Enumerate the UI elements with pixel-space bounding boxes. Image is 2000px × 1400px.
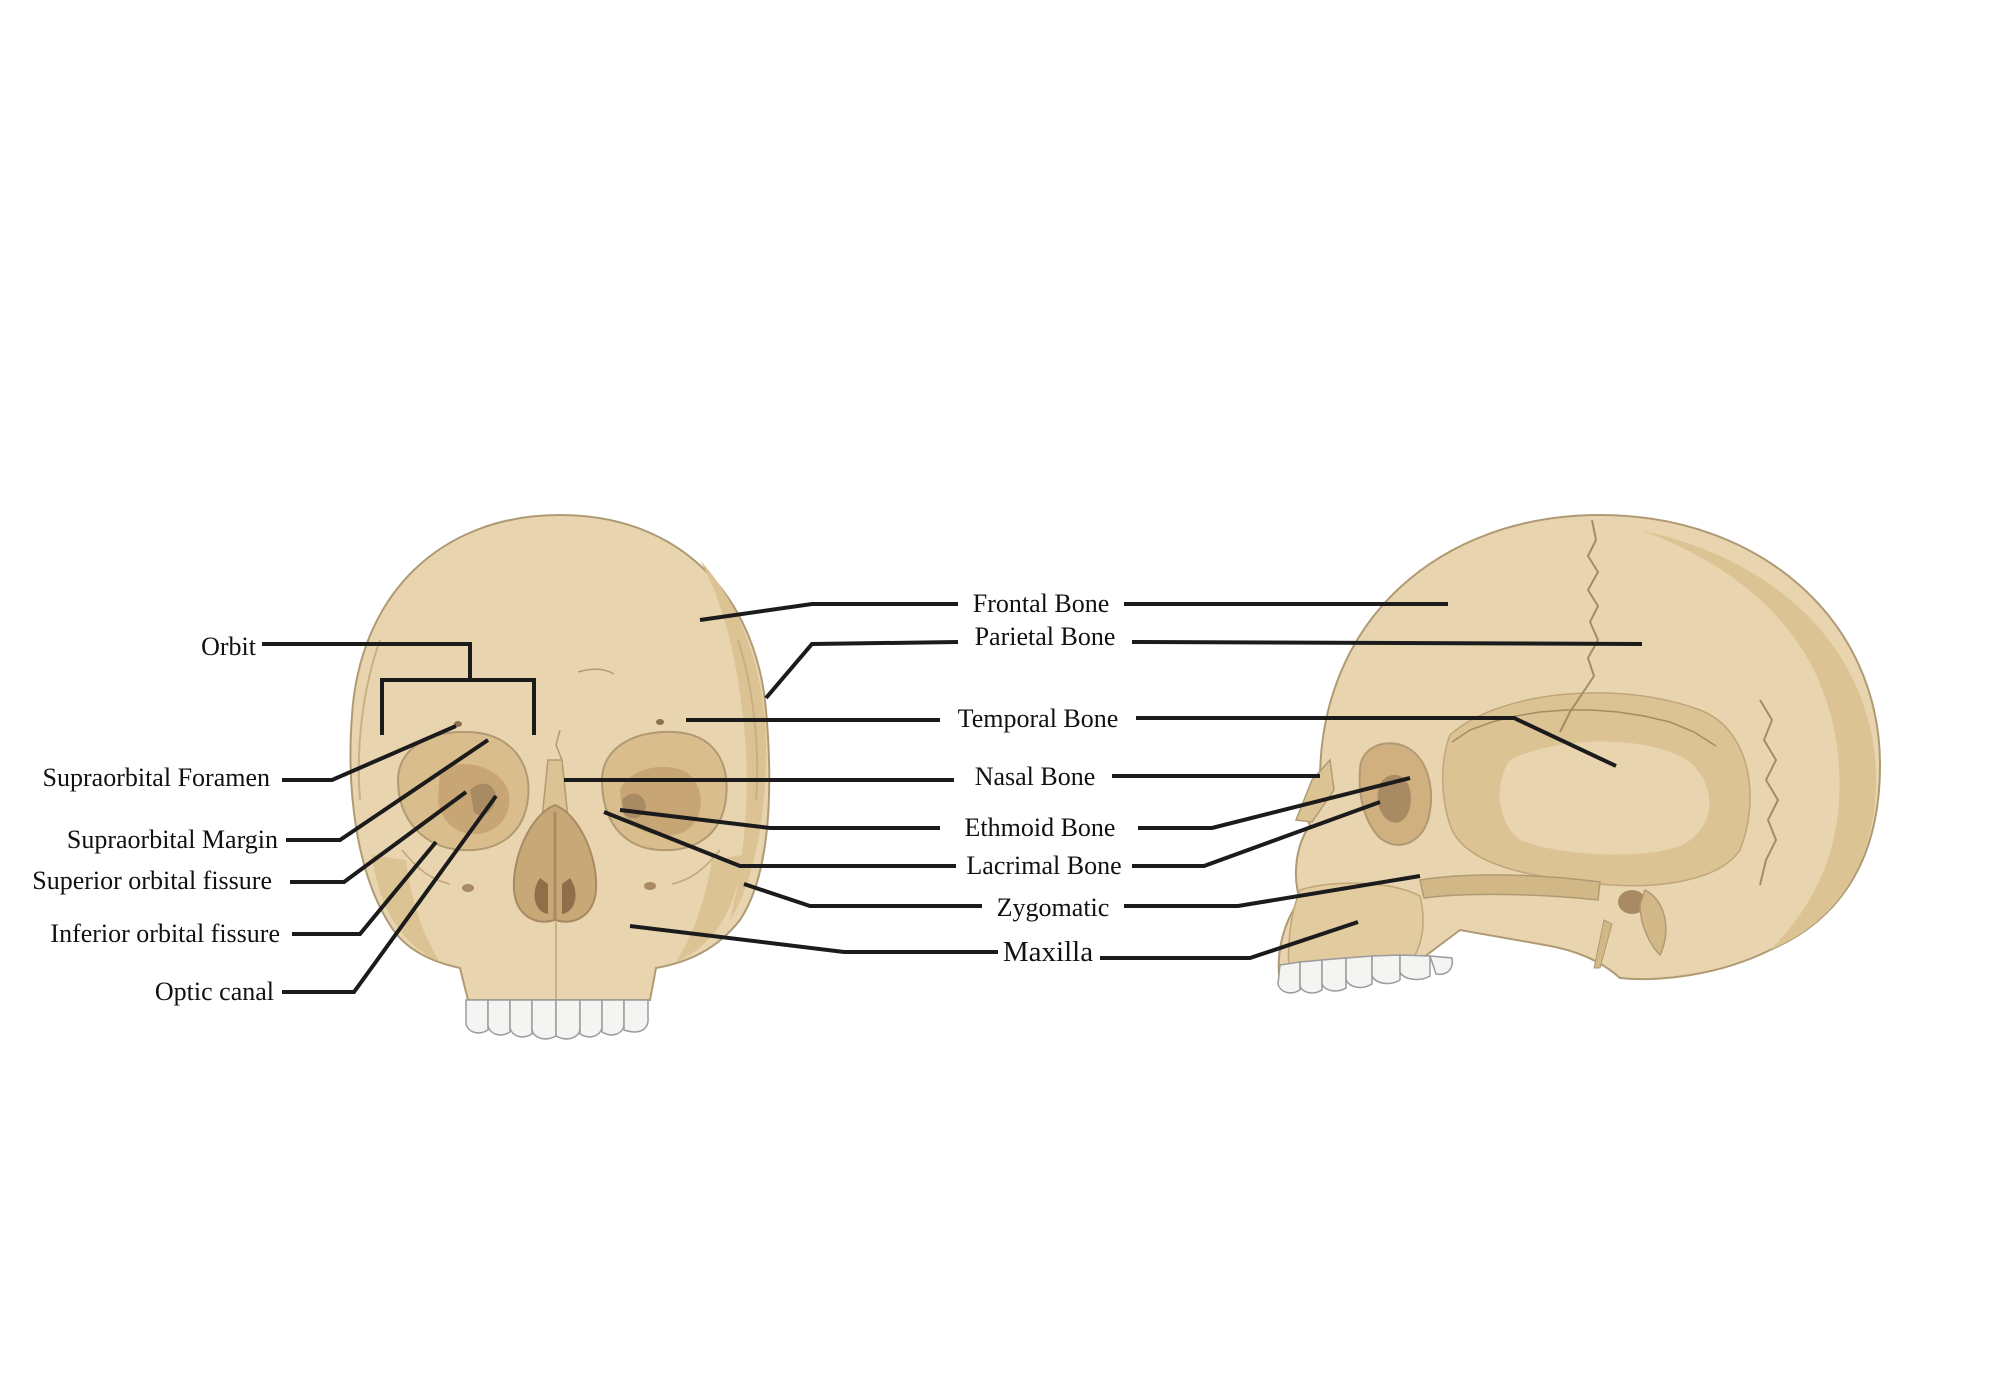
label-lacrimal-bone: Lacrimal Bone	[966, 851, 1121, 880]
leader-parietal-bone-left	[764, 640, 959, 700]
zygomatic-suture-left	[401, 849, 451, 885]
anterior-skull-outline	[349, 513, 771, 1001]
glabella-line	[577, 668, 615, 675]
anterior-teeth	[465, 999, 649, 1040]
leader-zygomatic-left	[743, 882, 982, 908]
temporal-line-left	[357, 639, 381, 801]
label-frontal-bone: Frontal Bone	[973, 589, 1110, 618]
infraorbital-foramen-left	[462, 884, 474, 892]
leader-lacrimal-bone-right	[1132, 800, 1381, 868]
leader-optic-canal	[282, 794, 498, 994]
label-temporal-bone: Temporal Bone	[958, 704, 1119, 733]
leader-superior-orbital-fissure	[290, 790, 468, 884]
leader-lines	[262, 602, 1643, 994]
leader-zygomatic-right	[1124, 874, 1421, 908]
supraorbital-foramen-right	[656, 719, 664, 725]
leader-lacrimal-bone-left	[603, 810, 956, 868]
leader-ethmoid-bone-right	[1138, 776, 1411, 830]
leader-ethmoid-bone-left	[619, 808, 940, 830]
infraorbital-foramen-right	[644, 882, 656, 890]
center-labels: Frontal Bone Parietal Bone Temporal Bone…	[958, 589, 1122, 968]
leader-parietal-bone-right	[1131, 640, 1643, 646]
leader-maxilla-left	[629, 924, 998, 954]
label-orbit: Orbit	[201, 632, 257, 661]
label-supraorbital-foramen: Supraorbital Foramen	[43, 763, 270, 792]
leader-frontal-bone-left	[699, 602, 958, 622]
left-labels: Orbit Supraorbital Foramen Supraorbital …	[32, 632, 280, 1006]
lateral-zygomatic-arch	[1419, 874, 1601, 901]
anterior-skull	[349, 513, 771, 1040]
nasal-cavity-inner	[534, 878, 576, 914]
external-acoustic-meatus	[1618, 890, 1646, 914]
leader-inferior-orbital-fissure	[292, 840, 438, 936]
label-superior-orbital-fissure: Superior orbital fissure	[32, 866, 272, 895]
label-zygomatic: Zygomatic	[997, 893, 1110, 922]
label-parietal-bone: Parietal Bone	[975, 622, 1116, 651]
leader-supraorbital-foramen	[282, 724, 457, 782]
mastoid-process	[1639, 888, 1667, 957]
lateral-temporal-squama	[1499, 741, 1710, 855]
leader-orbit-right-arm	[470, 678, 536, 735]
lambdoid-suture	[1759, 699, 1780, 886]
leader-supraorbital-margin	[286, 738, 490, 842]
lateral-orbit-depth	[1377, 774, 1411, 823]
label-ethmoid-bone: Ethmoid Bone	[965, 813, 1116, 842]
lateral-occipital-shadow	[1640, 530, 1877, 950]
label-nasal-bone: Nasal Bone	[975, 762, 1096, 791]
label-inferior-orbital-fissure: Inferior orbital fissure	[50, 919, 280, 948]
supraorbital-foramen-left	[454, 721, 462, 727]
coronal-suture	[1559, 519, 1600, 733]
leader-maxilla-right	[1100, 920, 1359, 960]
styloid-process	[1593, 919, 1613, 969]
lateral-skull	[1277, 513, 1882, 994]
leader-temporal-bone-right	[1136, 716, 1617, 768]
label-supraorbital-margin: Supraorbital Margin	[67, 825, 278, 854]
label-maxilla: Maxilla	[1003, 936, 1093, 968]
squamosal-suture	[1451, 709, 1717, 747]
left-cheek-shadow	[372, 855, 440, 962]
anterior-skull-shadow	[700, 560, 767, 920]
label-optic-canal: Optic canal	[155, 977, 274, 1006]
lateral-teeth	[1277, 954, 1454, 994]
